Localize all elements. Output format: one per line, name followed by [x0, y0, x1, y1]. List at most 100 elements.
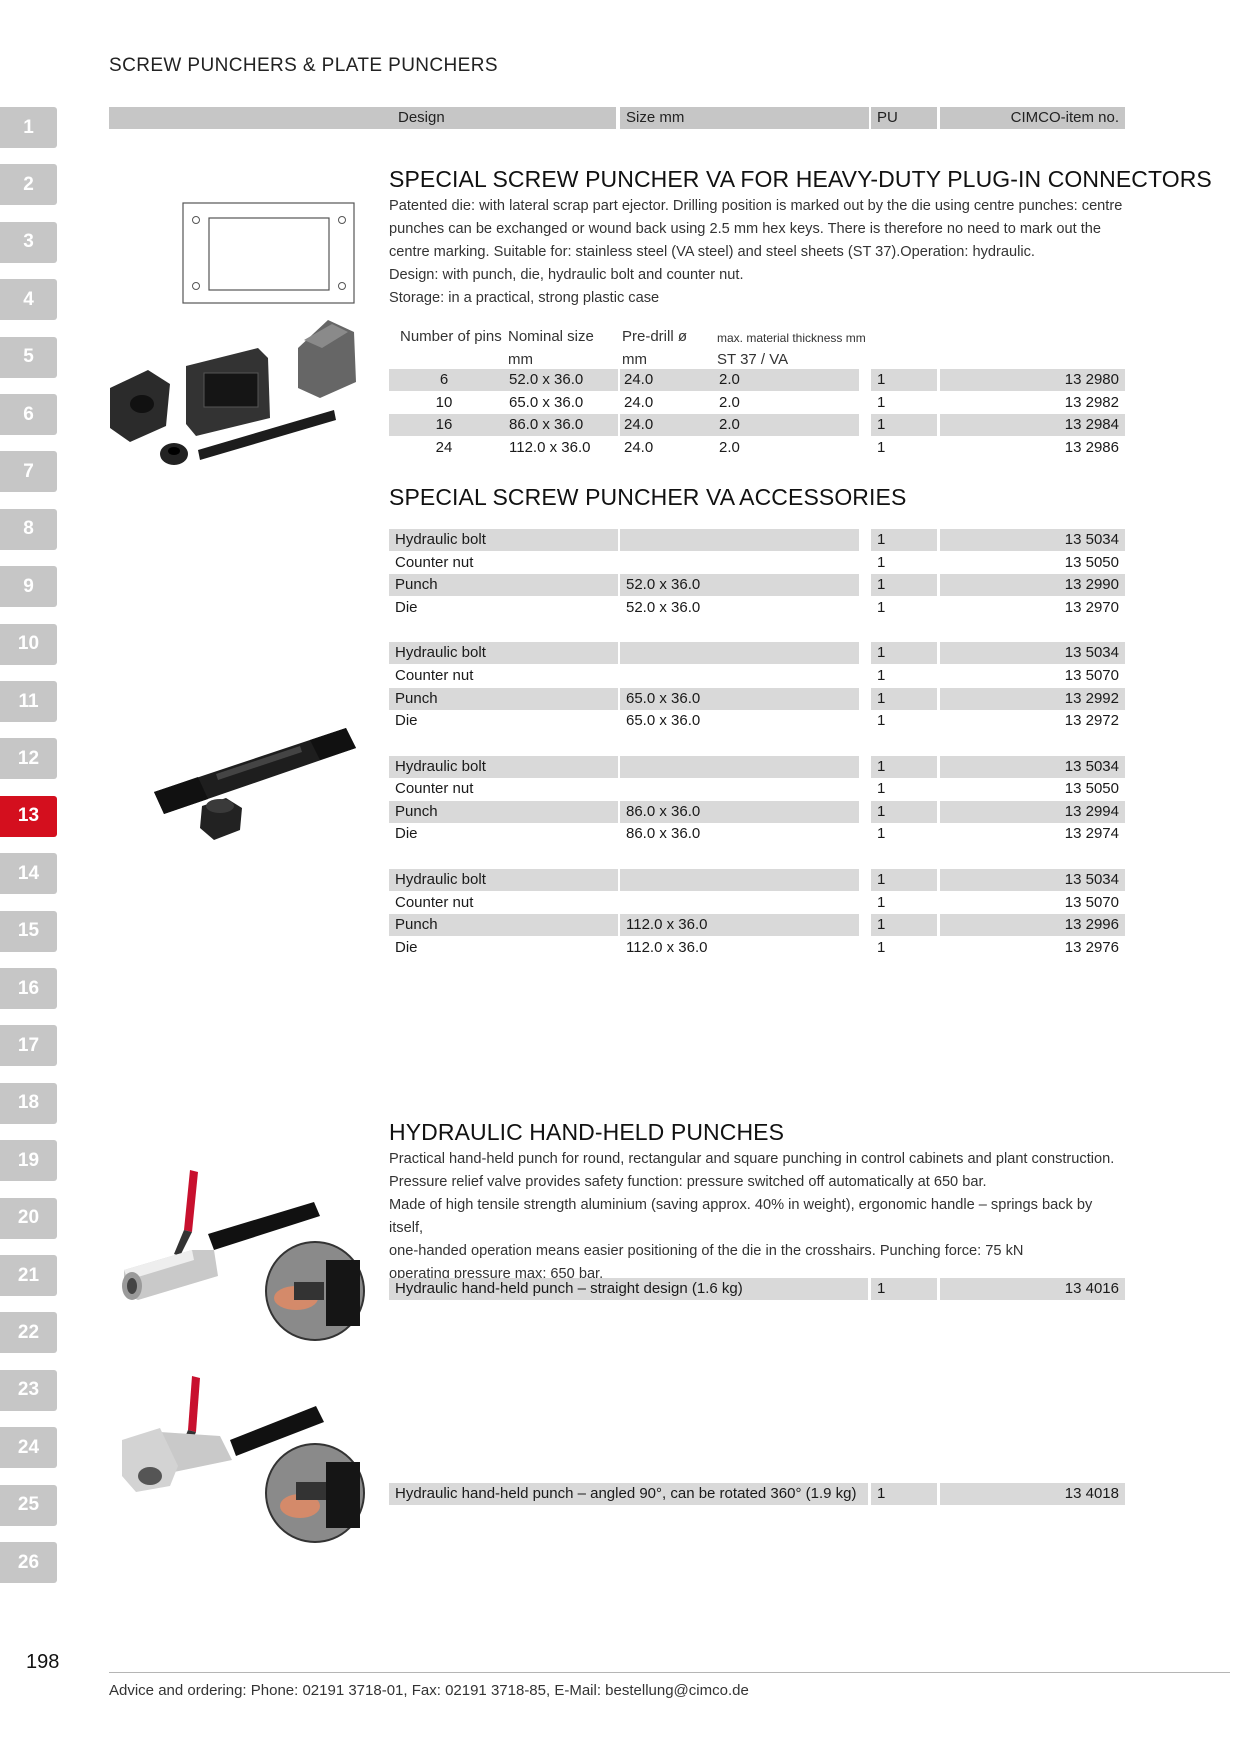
- cell-pu: 1: [877, 416, 886, 433]
- chapter-tab-17[interactable]: 17: [0, 1025, 57, 1067]
- cell-design: Die: [395, 598, 418, 616]
- col-header-item: CIMCO-item no.: [940, 107, 1125, 129]
- cell-max-thickness: 2.0: [719, 371, 740, 388]
- cell-item-no: 13 2974: [1064, 825, 1119, 843]
- th-nominal: Nominal size: [508, 328, 594, 345]
- cell-design: Hydraulic bolt: [389, 868, 618, 891]
- description-line: Made of high tensile strength aluminium …: [389, 1197, 1093, 1236]
- cell-pins: 24: [435, 438, 453, 456]
- cell-item-no: 13 2972: [1064, 712, 1119, 730]
- chapter-tab-22[interactable]: 22: [0, 1312, 57, 1354]
- cell-size: 112.0 x 36.0: [620, 914, 859, 937]
- cell-pu: 1: [877, 598, 886, 616]
- cell-item-no: 13 5050: [1064, 553, 1119, 571]
- cell-size: [620, 892, 859, 914]
- cell-pu: 1: [877, 893, 886, 911]
- cell-design: Punch: [389, 687, 618, 710]
- cell-size: [620, 552, 859, 574]
- section-description-hand-held: Practical hand-held punch for round, rec…: [389, 1148, 1129, 1286]
- cell-item-no: 13 5070: [1064, 666, 1119, 684]
- row-bg: [620, 414, 859, 436]
- cell-item-no: 13 2996: [940, 914, 1125, 937]
- chapter-tab-20[interactable]: 20: [0, 1197, 57, 1239]
- cell-pins: 6: [439, 371, 449, 388]
- chapter-tab-26[interactable]: 26: [0, 1542, 57, 1583]
- cell-item-no: 13 2990: [940, 574, 1125, 597]
- chapter-tab-2[interactable]: 2: [0, 164, 57, 206]
- cell-design: Die: [395, 825, 418, 843]
- cell-size: 52.0 x 36.0: [620, 574, 859, 597]
- cell-pu: 1: [877, 712, 886, 730]
- cell-pu: 1: [871, 529, 937, 551]
- chapter-tab-24[interactable]: 24: [0, 1427, 57, 1469]
- chapter-tab-8[interactable]: 8: [0, 508, 57, 550]
- chapter-tab-3[interactable]: 3: [0, 221, 57, 263]
- cell-predrill: 24.0: [624, 393, 654, 411]
- cell-design: Hydraulic bolt: [389, 529, 618, 551]
- cell-pu: 1: [877, 938, 886, 956]
- chapter-tab-12[interactable]: 12: [0, 738, 57, 780]
- chapter-tab-5[interactable]: 5: [0, 336, 57, 378]
- cell-design: Punch: [389, 914, 618, 937]
- chapter-tab-15[interactable]: 15: [0, 910, 57, 952]
- cell-pu: 1: [877, 393, 886, 411]
- cell-design: Counter nut: [395, 553, 474, 571]
- th-nominal-unit: mm: [508, 351, 533, 368]
- chapter-tab-9[interactable]: 9: [0, 566, 57, 608]
- chapter-tab-10[interactable]: 10: [0, 623, 57, 665]
- cell-item-no: 13 5034: [940, 642, 1125, 665]
- chapter-tab-23[interactable]: 23: [0, 1369, 57, 1411]
- cell-size: 112.0 x 36.0: [626, 938, 708, 956]
- description-line: Practical hand-held punch for round, rec…: [389, 1151, 1115, 1167]
- chapter-tab-16[interactable]: 16: [0, 968, 57, 1009]
- col-header-size: Size mm: [620, 107, 869, 129]
- cell-item-no: 13 2986: [1064, 438, 1119, 456]
- cell-max-thickness: 2.0: [719, 416, 740, 433]
- cell-pu: 1: [871, 755, 937, 778]
- cell-design: Hydraulic bolt: [389, 755, 618, 778]
- section-title-accessories: SPECIAL SCREW PUNCHER VA ACCESSORIES: [389, 484, 907, 510]
- chapter-tab-1[interactable]: 1: [0, 107, 57, 148]
- cell-pu: 1: [871, 642, 937, 665]
- cell-design: Counter nut: [395, 893, 474, 911]
- row-bg: [940, 414, 1125, 436]
- chapter-tab-4[interactable]: 4: [0, 279, 57, 321]
- chapter-tab-19[interactable]: 19: [0, 1140, 57, 1182]
- cell-size: [620, 868, 859, 891]
- th-pins: Number of pins: [400, 328, 502, 345]
- th-max: max. material thickness mm: [717, 331, 866, 345]
- cell-size: [620, 665, 859, 687]
- cell-pu: 1: [871, 574, 937, 597]
- cell-item-no: 13 2970: [1064, 598, 1119, 616]
- th-max-unit: ST 37 / VA: [717, 351, 789, 368]
- cell-pu: 1: [877, 553, 886, 571]
- cell-pu: 1: [877, 438, 886, 456]
- footer-divider: [109, 1672, 1230, 1673]
- cell-size: 65.0 x 36.0: [626, 712, 701, 730]
- chapter-tab-14[interactable]: 14: [0, 853, 57, 895]
- cell-pu: 1: [877, 825, 886, 843]
- th-predrill: Pre-drill ø: [622, 328, 688, 345]
- chapter-tab-21[interactable]: 21: [0, 1255, 57, 1296]
- cell-design: Hydraulic hand-held punch – straight des…: [389, 1278, 868, 1300]
- chapter-tab-18[interactable]: 18: [0, 1082, 57, 1124]
- chapter-tab-25[interactable]: 25: [0, 1484, 57, 1526]
- page-number: 198: [26, 1651, 60, 1673]
- chapter-tab-11[interactable]: 11: [0, 681, 57, 722]
- description-line: Storage: in a practical, strong plastic …: [389, 290, 660, 306]
- cell-item-no: 13 4016: [940, 1278, 1125, 1300]
- cell-design: Counter nut: [395, 666, 474, 684]
- cell-design: Punch: [389, 574, 618, 597]
- chapter-tab-7[interactable]: 7: [0, 451, 57, 493]
- cell-item-no: 13 5034: [940, 868, 1125, 891]
- chapter-tab-6[interactable]: 6: [0, 394, 57, 435]
- chapter-tab-13[interactable]: 13: [0, 795, 57, 837]
